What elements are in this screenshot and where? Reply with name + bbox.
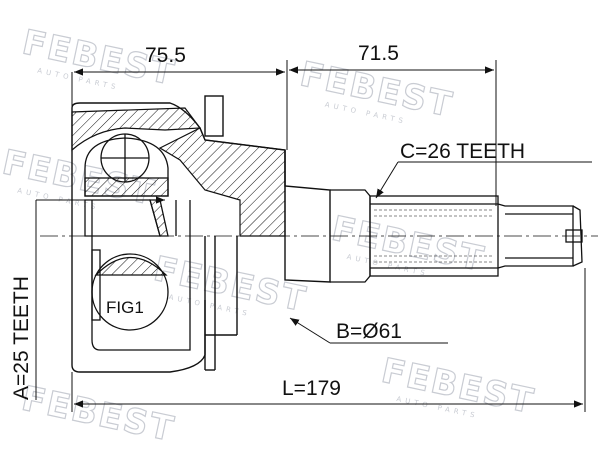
a-teeth-label: A=25 TEETH	[10, 276, 33, 400]
dimension-71-5	[289, 60, 497, 206]
b-diameter-label: B=Ø61	[336, 320, 402, 343]
dimension-label-75-5: 75.5	[145, 44, 186, 67]
leader-a	[35, 196, 165, 400]
length-label: L=179	[282, 377, 341, 400]
spline-texture	[374, 209, 494, 263]
c-teeth-label: C=26 TEETH	[400, 140, 525, 163]
housing-rim-hatch	[71, 107, 202, 152]
fig1-label: FIG1	[106, 298, 144, 317]
leader-b	[289, 317, 448, 344]
inner-hub	[91, 200, 191, 351]
watermark-brand: FEBEST	[18, 379, 178, 450]
dimension-label-71-5: 71.5	[358, 42, 399, 65]
fig1-detail	[91, 249, 169, 331]
dimension-l	[71, 268, 586, 412]
ball-cage	[84, 133, 169, 237]
housing-section-hatch	[158, 127, 286, 237]
drive-shaft	[330, 189, 583, 283]
leader-c	[375, 161, 592, 199]
dimension-75-5	[71, 60, 288, 150]
